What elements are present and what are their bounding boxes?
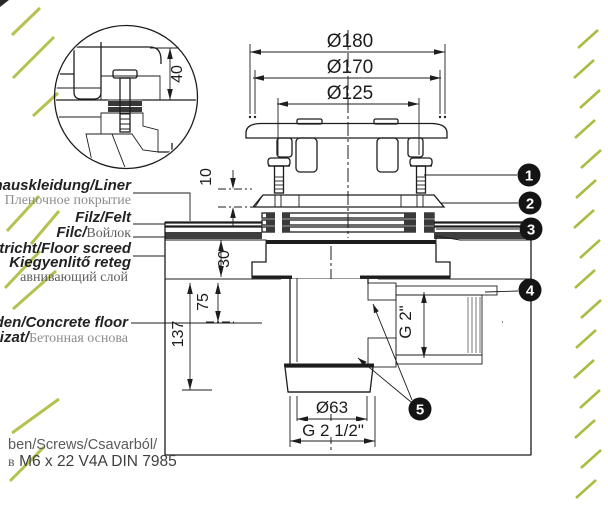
dim-10-label: 10 bbox=[198, 168, 215, 186]
dimension-g2: G 2" bbox=[396, 292, 427, 358]
dim-63-label: Ø63 bbox=[316, 398, 348, 417]
dim-125-label: Ø125 bbox=[327, 83, 373, 104]
dimension-30: 30 bbox=[214, 240, 236, 277]
label-screed-ru: авнивающий слой bbox=[20, 270, 128, 285]
dim-180-label: Ø180 bbox=[327, 31, 373, 52]
dim-30-label: 30 bbox=[216, 250, 233, 268]
clamping-flange bbox=[251, 194, 446, 208]
callout-4-number: 4 bbox=[526, 283, 535, 300]
dim-137-label: 137 bbox=[170, 321, 187, 348]
screws-note: ben/Screws/Csavarból/ в M6 x 22 V4A DIN … bbox=[8, 437, 177, 470]
green-hatch-right bbox=[573, 29, 602, 499]
felt-layer bbox=[165, 232, 531, 239]
callout-1-number: 1 bbox=[525, 168, 533, 185]
callout-3-number: 3 bbox=[527, 222, 535, 239]
dim-40-label: 40 bbox=[169, 65, 186, 83]
bottom-dimensions: Ø63 G 2 1/2" bbox=[289, 396, 376, 447]
callouts: 1 2 3 4 5 bbox=[357, 163, 543, 421]
label-screws-spec: в M6 x 22 V4A DIN 7985 bbox=[8, 453, 177, 470]
label-liner: nauskleidung/Liner bbox=[0, 177, 132, 194]
label-screed: tricht/Floor screed bbox=[0, 240, 132, 257]
dimension-40: 40 bbox=[150, 47, 186, 101]
green-hatch-left bbox=[3, 6, 61, 483]
dimension-75: 75 bbox=[195, 283, 234, 323]
callout-3: 3 bbox=[519, 217, 543, 241]
scan-artifact bbox=[0, 0, 9, 7]
dim-g212-label: G 2 1/2" bbox=[302, 421, 364, 440]
dimension-10: 10 bbox=[198, 168, 252, 226]
callout-2: 2 bbox=[518, 191, 542, 215]
callout-2-number: 2 bbox=[526, 196, 534, 213]
liner-layer bbox=[165, 221, 531, 228]
fixing-screws bbox=[267, 157, 433, 194]
callout-1: 1 bbox=[517, 163, 541, 187]
label-screed-hu: Kiegyenlitő reteg bbox=[9, 254, 131, 271]
label-felt-ru: Filc/Войлок bbox=[56, 224, 131, 241]
callout-5: 5 bbox=[408, 397, 432, 421]
dim-170-label: Ø170 bbox=[327, 57, 373, 78]
callout-4: 4 bbox=[518, 278, 542, 302]
dim-75-label: 75 bbox=[195, 293, 212, 311]
top-dimensions: Ø180 Ø170 Ø125 bbox=[248, 31, 447, 155]
dimension-137: 137 bbox=[170, 283, 212, 391]
layer-labels: nauskleidung/Liner Пленочное покрытие Fi… bbox=[0, 177, 262, 346]
cover-dome bbox=[245, 118, 448, 173]
label-felt: Filz/Felt bbox=[75, 209, 132, 226]
callout-5-number: 5 bbox=[416, 402, 424, 419]
label-concrete: den/Concrete floor bbox=[0, 314, 129, 331]
detail-circle: 40 bbox=[53, 24, 199, 170]
label-concrete-ru: izat/Бетонная основа bbox=[0, 329, 129, 346]
label-liner-ru: Пленочное покрытие bbox=[5, 193, 131, 208]
dim-g2-label: G 2" bbox=[396, 305, 415, 338]
label-screws: ben/Screws/Csavarból/ bbox=[8, 437, 158, 453]
